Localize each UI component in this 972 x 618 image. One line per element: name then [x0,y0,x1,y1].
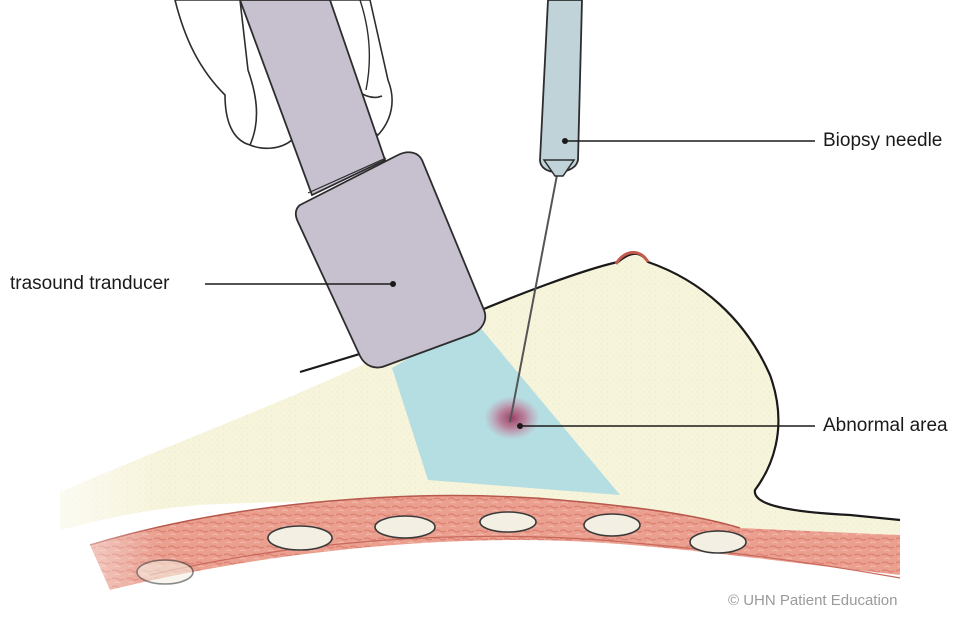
rib [375,516,435,538]
label-abnormal-area: Abnormal area [823,415,948,437]
copyright-credit: © UHN Patient Education [728,592,897,609]
left-fade [0,380,160,613]
label-biopsy-needle: Biopsy needle [823,130,942,152]
abnormal-area [484,396,540,440]
rib [584,514,640,536]
rib [480,512,536,532]
rib [268,526,332,550]
rib [690,531,746,553]
label-transducer: trasound tranducer [10,273,170,295]
